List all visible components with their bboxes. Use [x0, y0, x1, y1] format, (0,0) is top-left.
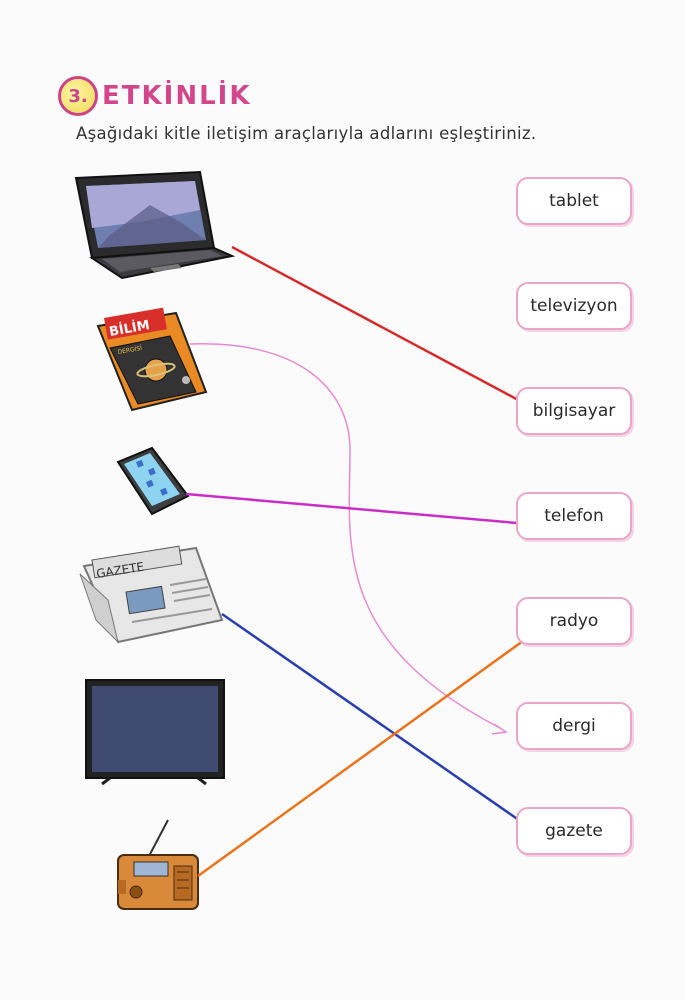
activity-number-badge: 3.	[58, 76, 98, 116]
instruction-text: Aşağıdaki kitle iletişim araçlarıyla adl…	[76, 124, 537, 143]
newspaper-icon[interactable]: GAZETE	[79, 545, 224, 644]
word-label: gazete	[545, 821, 603, 841]
word-box-televizyon[interactable]: televizyon	[516, 282, 632, 330]
word-box-dergi[interactable]: dergi	[516, 702, 632, 750]
match-line-magazine-dergi	[189, 343, 501, 729]
word-label: radyo	[549, 611, 599, 631]
word-box-tablet[interactable]: tablet	[516, 177, 632, 225]
word-label: televizyon	[530, 296, 618, 316]
match-arrow-dergi	[491, 723, 509, 735]
match-line-radio-radyo	[197, 618, 553, 878]
activity-title: ETKİNLİK	[102, 81, 252, 111]
magazine-cover-subtitle: DERGİSİ	[117, 345, 143, 356]
word-box-gazete[interactable]: gazete	[516, 807, 632, 855]
word-box-bilgisayar[interactable]: bilgisayar	[516, 387, 632, 435]
match-line-laptop-bilgisayar	[231, 245, 523, 404]
match-line-newspaper-gazete	[221, 612, 527, 827]
match-line-phone-telefon	[185, 492, 541, 527]
word-box-radyo[interactable]: radyo	[516, 597, 632, 645]
radio-icon[interactable]	[117, 819, 199, 910]
activity-header: 3. ETKİNLİK	[58, 74, 251, 118]
laptop-icon[interactable]	[74, 170, 236, 280]
word-label: dergi	[552, 716, 596, 736]
tv-icon[interactable]	[85, 679, 225, 786]
magazine-cover-title: BİLİM	[108, 317, 151, 340]
word-label: tablet	[549, 191, 599, 211]
word-label: bilgisayar	[532, 401, 616, 421]
phone-icon[interactable]	[116, 446, 190, 516]
word-box-telefon[interactable]: telefon	[516, 492, 632, 540]
magazine-icon[interactable]: BİLİM DERGİSİ	[96, 307, 208, 412]
activity-number: 3.	[68, 85, 88, 107]
word-label: telefon	[544, 506, 604, 526]
